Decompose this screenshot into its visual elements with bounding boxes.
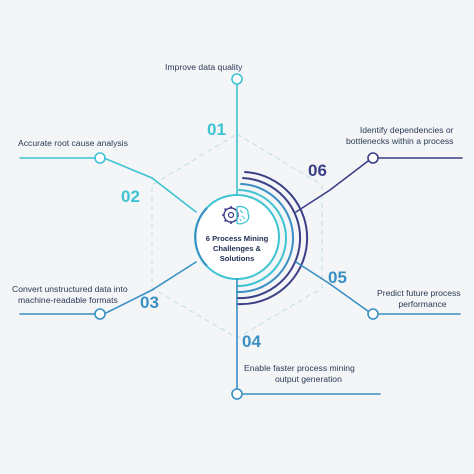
label-01-line1: Improve data quality	[165, 62, 243, 72]
label-02: Accurate root cause analysis	[18, 138, 128, 149]
connector-05	[295, 261, 461, 315]
number-05: 05	[328, 268, 347, 287]
label-05: Predict future process performance	[377, 288, 461, 310]
endpoint-01	[231, 73, 243, 85]
label-03-line2: machine-readable formats	[18, 295, 118, 305]
number-03: 03	[140, 293, 159, 312]
arc-outer-2	[236, 183, 294, 294]
label-03: Convert unstructured data into machine-r…	[12, 284, 128, 306]
label-06: Identify dependencies or bottlenecks wit…	[346, 125, 453, 147]
label-02-line1: Accurate root cause analysis	[18, 138, 128, 148]
arc-outer-3	[236, 177, 301, 300]
center-title-line1: 6 Process Mining	[205, 234, 269, 243]
connector-06	[295, 157, 463, 213]
label-01: Improve data quality	[165, 62, 242, 73]
number-06: 06	[308, 161, 327, 180]
label-04: Enable faster process mining output gene…	[244, 363, 355, 385]
endpoint-03	[94, 308, 106, 320]
arc-outer-4	[236, 171, 309, 306]
number-01: 01	[207, 120, 226, 139]
label-04-line2: output generation	[274, 374, 342, 384]
label-06-line2: bottlenecks within a process	[346, 136, 454, 146]
center-title-line2: Challenges & Solutions	[212, 244, 262, 263]
label-05-line1: Predict future process	[377, 288, 461, 298]
center-ring-left-arc	[194, 207, 208, 267]
endpoint-05	[367, 308, 379, 320]
endpoints	[94, 73, 379, 400]
arc-outer-1	[236, 189, 287, 288]
endpoint-06	[367, 152, 379, 164]
connector-02	[19, 157, 197, 213]
endpoint-02	[94, 152, 106, 164]
label-03-line1: Convert unstructured data into	[12, 284, 128, 294]
number-02: 02	[121, 187, 140, 206]
label-05-line2: performance	[398, 299, 447, 309]
gear-brain-icon	[222, 205, 250, 225]
concentric-arcs	[236, 171, 309, 306]
endpoint-04	[231, 388, 243, 400]
connectors	[19, 83, 463, 395]
connector-03	[19, 261, 197, 315]
center-title: 6 Process Mining Challenges & Solutions	[205, 234, 269, 264]
label-06-line1: Identify dependencies or	[359, 125, 454, 135]
label-04-line1: Enable faster process mining	[244, 363, 355, 373]
number-04: 04	[242, 332, 261, 351]
